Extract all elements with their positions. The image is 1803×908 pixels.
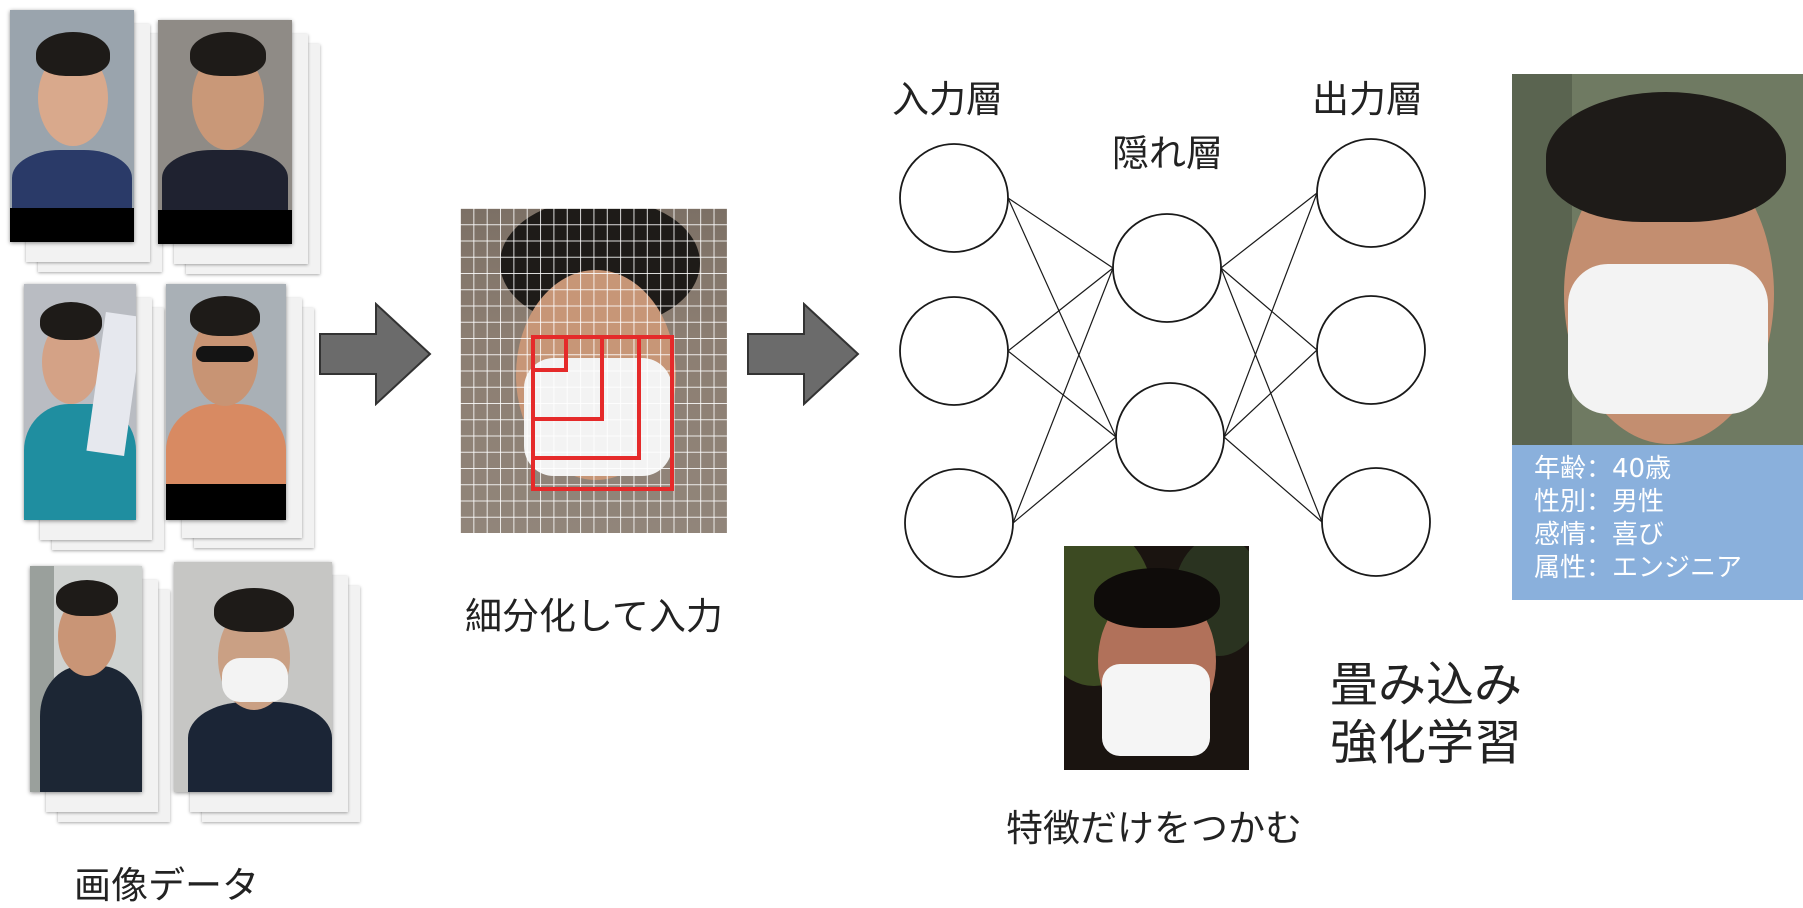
connection xyxy=(1223,436,1323,523)
label-output-layer: 出力層 xyxy=(1312,78,1423,121)
input-node xyxy=(904,468,1014,578)
red-box xyxy=(531,335,674,491)
info-attribute: 属性：エンジニア xyxy=(1534,553,1743,583)
connection xyxy=(1012,267,1114,524)
connection xyxy=(1007,267,1114,352)
hidden-node xyxy=(1112,213,1222,323)
connection xyxy=(1223,349,1318,438)
label-learning-line2: 強化学習 xyxy=(1330,715,1523,771)
output-node xyxy=(1316,138,1426,248)
neural-network xyxy=(899,138,1431,578)
hidden-node xyxy=(1115,382,1225,492)
connection xyxy=(1220,267,1318,351)
arrow-right-icon xyxy=(747,302,860,406)
arrow-right-icon xyxy=(319,302,432,406)
input-node xyxy=(899,296,1009,406)
connection xyxy=(1220,192,1318,269)
connection xyxy=(1007,350,1117,438)
output-node xyxy=(1316,295,1426,405)
label-subdivide-input: 細分化して入力 xyxy=(465,595,723,638)
output-node xyxy=(1321,467,1431,577)
label-input-layer: 入力層 xyxy=(892,78,1003,121)
feature-map-image xyxy=(1064,546,1249,770)
connection xyxy=(1223,192,1318,438)
input-node xyxy=(899,143,1009,253)
subdivided-face-image xyxy=(460,208,727,533)
face-photo xyxy=(30,566,142,792)
face-photo xyxy=(166,284,286,520)
info-gender: 性別：男性 xyxy=(1534,487,1665,517)
connection xyxy=(1012,436,1117,524)
label-learning-line1: 畳み込み xyxy=(1330,657,1523,713)
connection xyxy=(1007,197,1117,438)
label-image-data: 画像データ xyxy=(74,864,259,907)
label-hidden-layer: 隠れ層 xyxy=(1112,132,1223,175)
face-photo xyxy=(174,562,332,792)
result-face-photo xyxy=(1512,74,1803,445)
connections xyxy=(1007,192,1323,524)
info-age: 年齢：40歳 xyxy=(1534,454,1672,484)
connection xyxy=(1007,197,1114,269)
grid-overlay xyxy=(460,208,727,533)
face-photo xyxy=(158,20,292,244)
face-photo xyxy=(10,10,134,242)
attribute-info-panel: 年齢：40歳 性別：男性 感情：喜び 属性：エンジニア xyxy=(1512,445,1803,600)
label-grasp-features: 特徴だけをつかむ xyxy=(1006,807,1302,850)
face-photo xyxy=(24,284,136,520)
connection xyxy=(1220,267,1323,523)
info-emotion: 感情：喜び xyxy=(1534,520,1665,550)
